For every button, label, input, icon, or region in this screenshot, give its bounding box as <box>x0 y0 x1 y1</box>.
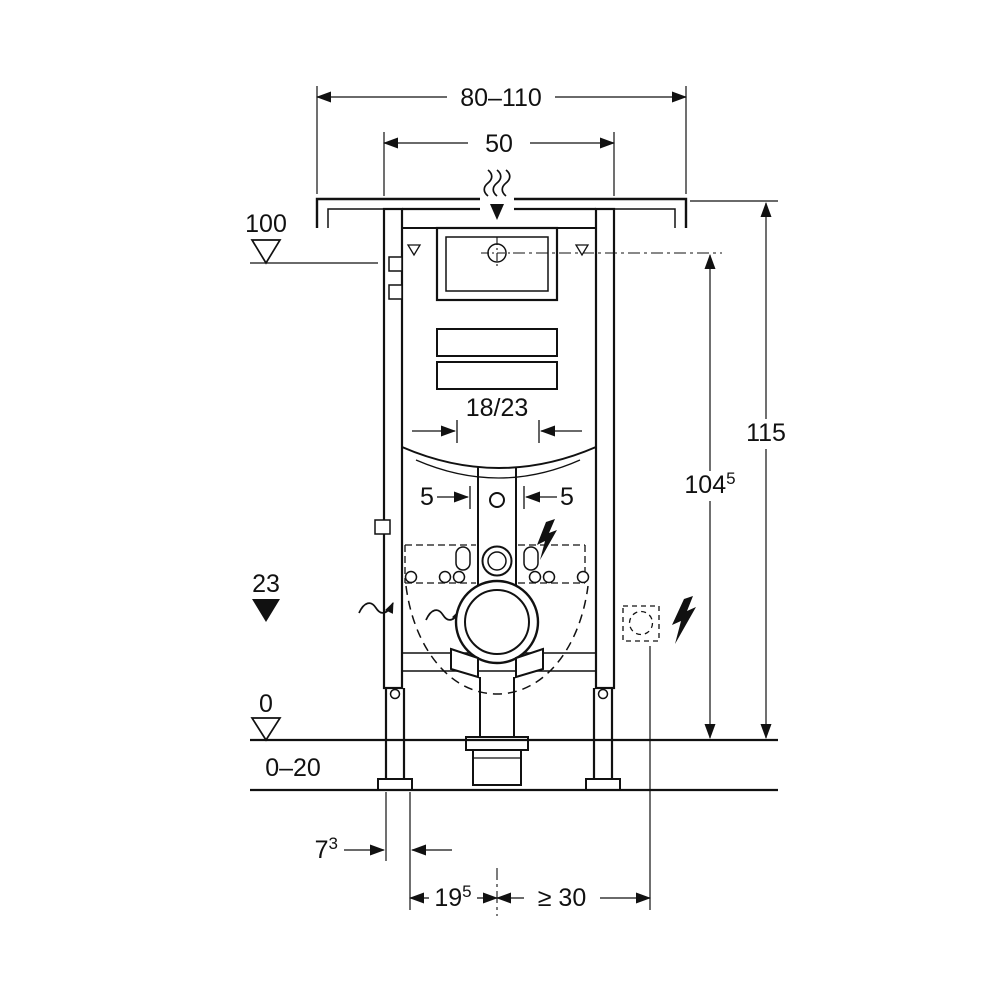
level-label-0: 0 <box>259 690 273 718</box>
vapor-squiggle <box>483 169 493 197</box>
dim-label-width-range: 80–110 <box>460 84 542 112</box>
cistern-label-plate <box>436 361 558 390</box>
supply-stub <box>388 256 403 272</box>
cistern-label-plate <box>436 328 558 357</box>
cistern-bottom-inner-curve <box>415 459 581 479</box>
vapor-arrow-icon <box>480 164 514 222</box>
fixing-hole-icon <box>404 570 418 584</box>
wavy-arrow-icon <box>425 608 461 621</box>
flush-connection-socket <box>481 545 513 577</box>
fixing-slot <box>455 546 471 571</box>
water-level-icon <box>574 244 590 257</box>
vapor-squiggle <box>492 169 502 197</box>
bowl-outline-dashed <box>405 585 589 695</box>
floor-buildup-label: 0–20 <box>265 754 321 782</box>
dim-total-height: 115 <box>690 200 790 739</box>
flush-pipe-bolt-icon <box>489 492 505 508</box>
dim-actuator-width: 50 <box>383 129 615 196</box>
outlet-bend-inner <box>464 589 530 655</box>
frame-rail-left <box>382 207 404 690</box>
foot-plate-right <box>585 778 621 791</box>
fixing-hole-icon <box>452 570 466 584</box>
level-mark-0: 0 <box>250 690 282 742</box>
vapor-squiggle <box>501 169 511 197</box>
fixing-hole-icon <box>528 570 542 584</box>
connection-zone <box>404 519 590 584</box>
level-triangle-open-icon <box>250 717 282 742</box>
supply-stub <box>388 284 403 300</box>
label-backing <box>524 883 600 912</box>
dim-label-actuator-width: 50 <box>485 130 513 158</box>
dim-label-pipe-offset: 18/23 <box>466 394 529 422</box>
dim-label-offset-right: 5 <box>560 483 574 511</box>
down-arrow-icon <box>490 204 504 220</box>
inspection-window-outer <box>435 226 559 302</box>
level-label-100: 100 <box>245 210 287 238</box>
fixing-hole-icon <box>438 570 452 584</box>
leg-bolt-icon <box>597 688 609 700</box>
dim-width-range: 80–110 <box>316 82 687 194</box>
label-backing <box>468 129 530 157</box>
lightning-icon <box>537 519 557 560</box>
flush-pipe <box>477 467 517 592</box>
label-backing <box>429 883 477 912</box>
dim-superscript: 5 <box>726 469 735 488</box>
dashed-circle <box>628 610 654 636</box>
leg-bolt-icon <box>389 688 401 700</box>
dim-pipe-offset: 18/23 <box>412 394 582 443</box>
dim-value: 104 <box>684 471 726 499</box>
foot-plate-left <box>377 778 413 791</box>
dim-label-side-clearance: ≥ 30 <box>538 884 586 912</box>
dim-value: 19 <box>434 884 462 912</box>
pipe-clamp-left <box>450 647 479 679</box>
dim-label-total-height: 115 <box>746 419 786 447</box>
dim-label-foot-depth: 73 <box>315 834 338 864</box>
dim-actuator-height: 1045 <box>682 254 738 739</box>
level-triangle-filled-icon <box>252 599 280 622</box>
dim-label-offset-left: 5 <box>420 483 434 511</box>
mounting-frame <box>374 207 621 791</box>
wavy-arrow-icon <box>358 601 394 614</box>
water-level-icon <box>406 244 422 257</box>
flush-connection-socket-inner <box>487 551 507 571</box>
frame-rail-right <box>594 207 616 690</box>
level-mark-100: 100 <box>245 210 378 265</box>
lightning-icon <box>672 596 696 644</box>
electrical-connection-box <box>622 596 696 644</box>
level-mark-23: 23 <box>252 570 280 622</box>
fixing-hole-icon <box>542 570 556 584</box>
outlet-bend <box>450 579 544 786</box>
pipe-clamp-right <box>515 647 544 679</box>
label-backing <box>742 419 790 449</box>
label-backing <box>447 82 555 111</box>
outlet-socket-body <box>472 749 522 786</box>
dim-superscript: 5 <box>462 882 471 901</box>
dim-value: 7 <box>315 836 329 864</box>
dashed-box <box>622 605 660 642</box>
fixing-hole-icon <box>576 570 590 584</box>
cistern-bottom-curve <box>401 446 597 469</box>
dim-label-actuator-height: 1045 <box>684 469 735 499</box>
level-triangle-open-icon <box>250 239 282 265</box>
label-backing <box>682 471 738 501</box>
rail-clip <box>374 519 391 535</box>
level-label-23: 23 <box>252 570 280 598</box>
floor-lines: 0–20 <box>250 738 778 792</box>
dim-label-outlet-depth: 195 <box>434 882 471 912</box>
concealed-cistern <box>388 226 722 479</box>
dim-superscript: 3 <box>329 834 338 853</box>
fixing-slot <box>523 546 539 571</box>
bottom-dimensions: 73 195 ≥ 30 <box>315 646 651 916</box>
dim-side-offsets: 5 5 <box>420 483 574 511</box>
